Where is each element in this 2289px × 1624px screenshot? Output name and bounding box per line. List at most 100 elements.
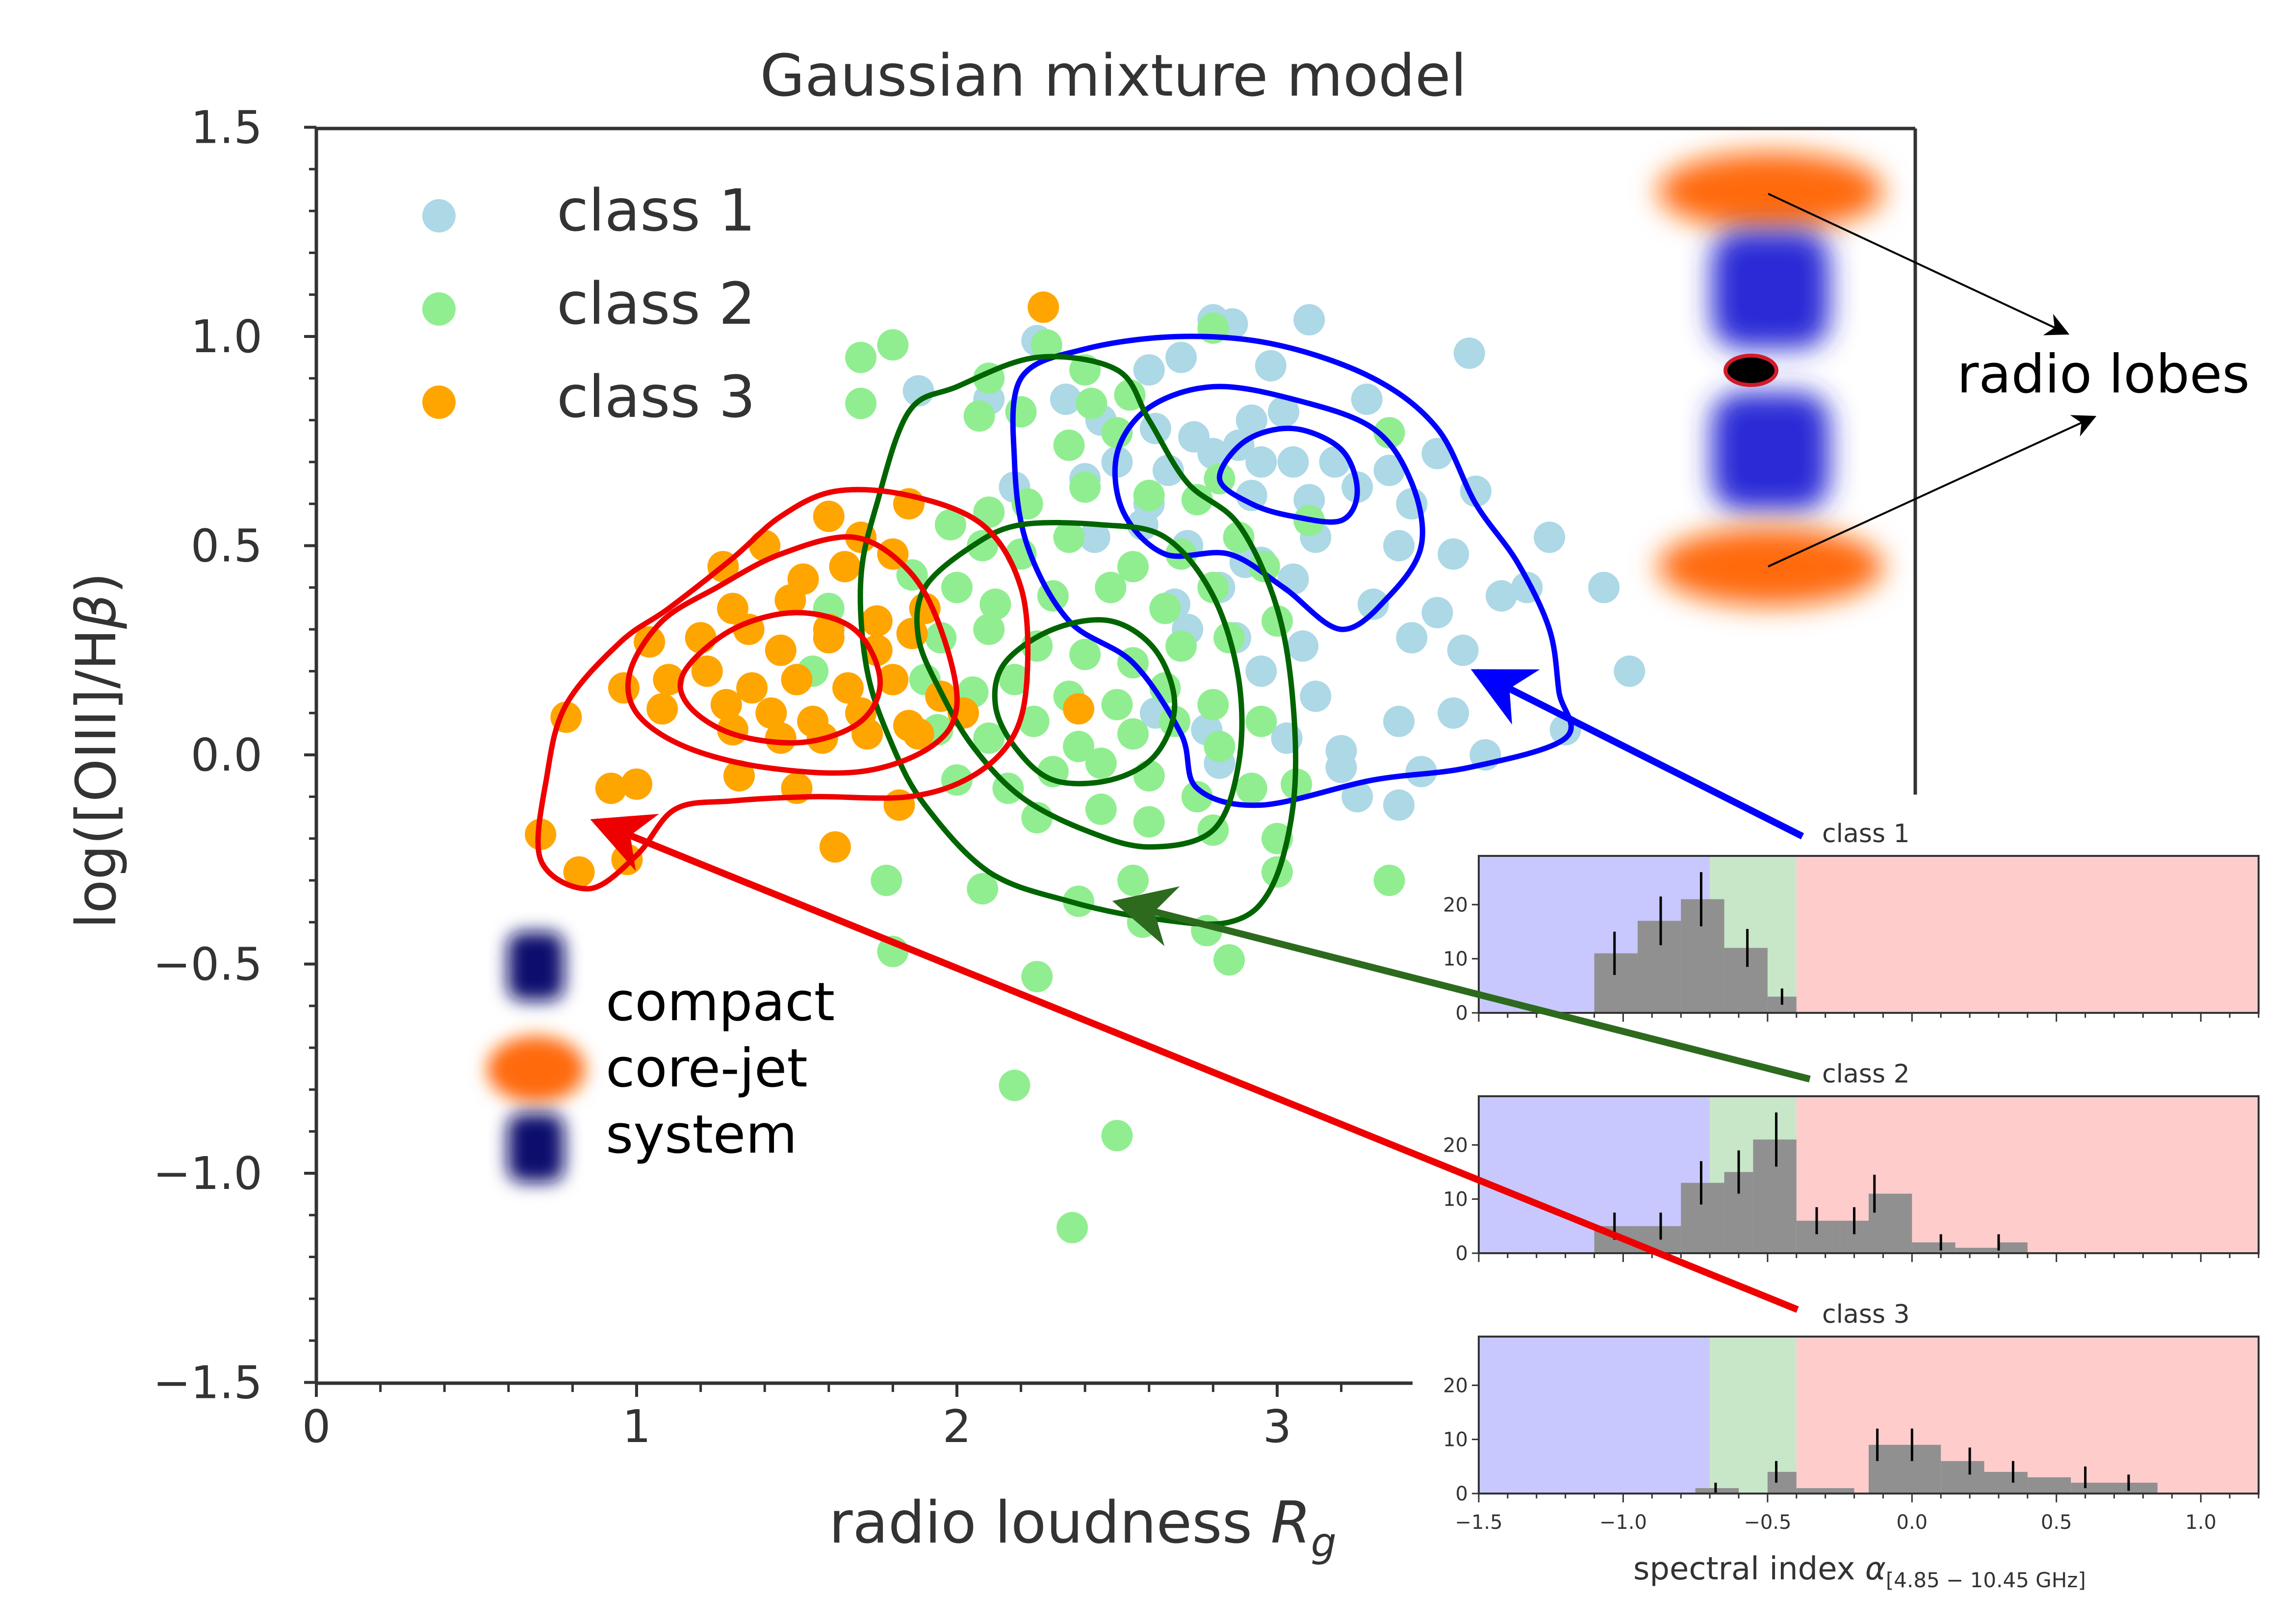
point-class-2 — [1030, 329, 1062, 361]
point-class-3 — [1028, 291, 1059, 323]
point-class-1 — [1300, 680, 1332, 712]
main-scatter-plot: Gaussian mixture model −1.5−1.0−0.50.00.… — [65, 42, 2250, 1566]
legend-marker-class-1 — [422, 199, 456, 232]
point-class-2 — [999, 664, 1030, 696]
point-class-3 — [765, 722, 797, 754]
contour-line — [625, 534, 960, 776]
point-class-2 — [973, 722, 1005, 754]
hist-y-tick-label: 20 — [1443, 1374, 1468, 1397]
point-class-3 — [653, 664, 685, 696]
hist-x-tick-label: 1.0 — [2185, 1511, 2216, 1534]
arrow-class-1 — [1470, 669, 1804, 840]
point-class-3 — [781, 664, 813, 696]
point-class-3 — [851, 718, 883, 750]
point-class-2 — [1117, 551, 1149, 583]
point-class-2 — [979, 588, 1011, 620]
core-jet-label: core-jet — [606, 1038, 808, 1099]
point-class-1 — [1357, 588, 1389, 620]
histogram-bar — [1681, 1183, 1724, 1253]
point-class-3 — [861, 605, 893, 637]
point-class-1 — [1050, 384, 1081, 415]
point-class-2 — [941, 571, 973, 603]
point-class-1 — [1277, 563, 1309, 595]
point-class-2 — [1235, 773, 1267, 804]
point-class-2 — [845, 341, 877, 373]
compact-label: compact — [606, 972, 835, 1033]
contour-line — [914, 520, 1245, 850]
hist-y-tick-label: 0 — [1456, 1483, 1468, 1505]
y-axis-label: log([OIII]/Hβ) — [65, 572, 129, 928]
point-class-2 — [1076, 387, 1107, 419]
histogram-bar — [1869, 1444, 1941, 1494]
point-class-1 — [1438, 697, 1469, 729]
point-class-1 — [1588, 571, 1620, 603]
x-tick-label: 1 — [622, 1400, 651, 1453]
point-class-3 — [646, 693, 678, 725]
point-class-1 — [1351, 384, 1383, 415]
hist-x-tick-label: −1.5 — [1455, 1511, 1502, 1534]
point-class-3 — [685, 622, 717, 654]
histogram-bar — [2071, 1482, 2158, 1494]
point-class-2 — [973, 496, 1005, 528]
histogram-frame — [1478, 1336, 2260, 1495]
point-class-2 — [1373, 864, 1405, 896]
y-tick-label: 0.5 — [191, 520, 262, 572]
legend: class 1 class 2 class 3 — [422, 177, 756, 431]
radio-lobes-arrow-top — [1768, 193, 2070, 335]
point-class-3 — [819, 831, 851, 863]
point-class-2 — [1181, 781, 1213, 813]
point-class-2 — [1085, 748, 1117, 779]
contour-line — [535, 487, 1031, 892]
point-class-3 — [691, 655, 723, 687]
hist-x-tick-label: −0.5 — [1744, 1511, 1791, 1534]
point-class-1 — [1287, 630, 1319, 662]
point-class-2 — [1021, 961, 1053, 993]
y-axis-label-sym: β — [65, 594, 129, 629]
x-tick-label: 2 — [943, 1400, 972, 1453]
point-class-2 — [1085, 793, 1117, 825]
radio-lobes-label: radio lobes — [1957, 344, 2250, 405]
histogram-label: class 2 — [1822, 1059, 1910, 1089]
x-tick-label: 3 — [1263, 1400, 1292, 1453]
point-class-2 — [1095, 571, 1127, 603]
histogram-bar — [2027, 1477, 2071, 1494]
hist-y-tick-label: 20 — [1443, 1134, 1468, 1157]
point-class-3 — [595, 773, 627, 804]
spectral-region — [1479, 1337, 1710, 1494]
histogram-label: class 3 — [1822, 1300, 1910, 1329]
point-class-3 — [765, 634, 797, 666]
point-class-1 — [1453, 337, 1485, 369]
x-axis-label: radio loudness Rg — [829, 1489, 1337, 1566]
point-class-1 — [1079, 521, 1110, 553]
point-class-2 — [963, 400, 995, 432]
system-label: system — [606, 1104, 797, 1165]
point-class-1 — [1325, 751, 1357, 783]
histogram-bar — [1999, 1242, 2028, 1253]
y-axis-label-post: ) — [65, 572, 129, 594]
legend-marker-class-2 — [422, 292, 456, 326]
histogram-bar — [1869, 1193, 1912, 1253]
point-class-1 — [1421, 438, 1453, 469]
histogram-bar — [1681, 899, 1724, 1013]
x-axis-label-sym: R — [1271, 1489, 1311, 1556]
point-class-2 — [1181, 484, 1213, 516]
x-axis-label-text: radio loudness — [829, 1489, 1271, 1556]
point-class-2 — [1373, 417, 1405, 449]
y-tick-label: −0.5 — [153, 938, 262, 991]
point-class-2 — [973, 614, 1005, 645]
spectral-region — [1710, 1337, 1797, 1494]
histogram-bar — [1767, 1471, 1797, 1494]
point-class-1 — [1421, 597, 1453, 628]
point-class-2 — [1165, 630, 1197, 662]
y-tick-label: 1.5 — [191, 102, 262, 154]
legend-marker-class-3 — [422, 386, 456, 419]
hist-y-tick-label: 0 — [1456, 1002, 1468, 1025]
spectral-region — [1796, 856, 2259, 1013]
point-class-1 — [1235, 404, 1267, 436]
contour-line — [1010, 334, 1574, 808]
histogram-bar — [1724, 948, 1768, 1013]
